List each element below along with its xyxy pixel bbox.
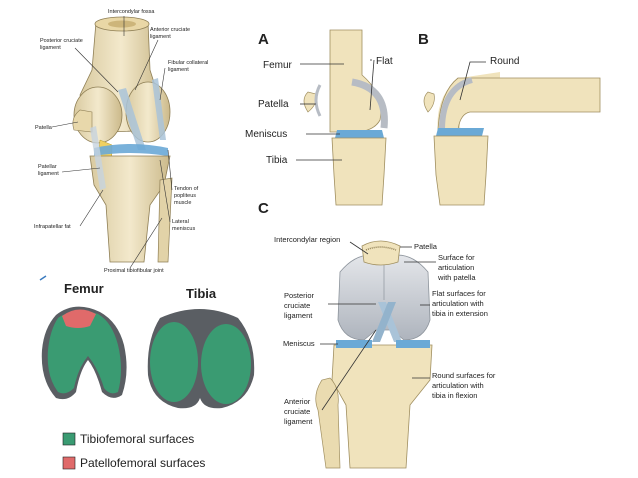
label-round-surfaces-2: articulation with xyxy=(432,381,484,390)
label-patellar-ligament-2: ligament xyxy=(38,171,59,177)
label-anterior-cruciate-c-1: Anterior xyxy=(284,397,311,406)
label-round-surfaces-1: Round surfaces for xyxy=(432,371,496,380)
label-surface-patella-3: with patella xyxy=(437,273,476,282)
label-posterior-cruciate-c-1: Posterior xyxy=(284,291,315,300)
label-fibular-collateral-1: Fibular collateral xyxy=(168,60,208,66)
label-anterior-cruciate-c-2: cruciate xyxy=(284,407,310,416)
panel-b-leaders xyxy=(459,61,486,101)
panel-a-diagram xyxy=(303,29,388,206)
label-surface-patella-2: articulation xyxy=(438,263,474,272)
panel-a-leaders xyxy=(296,59,375,161)
legend-label-patellofemoral: Patellofemoral surfaces xyxy=(80,456,205,470)
corner-mark xyxy=(39,275,47,281)
label-patellar-ligament-1: Patellar xyxy=(38,164,57,170)
label-anterior-cruciate-1: Anterior cruciate xyxy=(150,27,190,33)
label-lateral-meniscus-1: Lateral xyxy=(172,219,189,225)
legend: Tibiofemoral surfaces Patellofemoral sur… xyxy=(62,432,205,470)
label-posterior-cruciate-c-3: ligament xyxy=(284,311,313,320)
label-round-surfaces-3: tibia in flexion xyxy=(432,391,477,400)
legend-label-tibiofemoral: Tibiofemoral surfaces xyxy=(80,432,194,446)
label-intercondylar-region: Intercondylar region xyxy=(274,235,340,244)
legend-swatch-patellofemoral xyxy=(62,456,76,470)
panel-c-diagram xyxy=(315,240,433,469)
tibia-surface-model xyxy=(147,309,255,409)
label-meniscus-a: Meniscus xyxy=(245,129,287,140)
label-anterior-cruciate-c-3: ligament xyxy=(284,417,313,426)
label-tendon-popliteus-1: Tendon of xyxy=(174,186,199,192)
panel-c-leaders xyxy=(320,241,436,411)
panel-letter-c: C xyxy=(258,200,269,217)
label-tibia-a: Tibia xyxy=(266,155,288,166)
topleft-labels: Intercondylar fossa Anterior cruciate li… xyxy=(34,9,208,274)
label-proximal-tibiofibular-joint: Proximal tibiofibular joint xyxy=(104,268,164,274)
panel-letter-a: A xyxy=(258,31,269,48)
label-patella-topleft: Patella xyxy=(35,125,53,131)
label-meniscus-c: Meniscus xyxy=(283,339,315,348)
anatomical-knee-illustration xyxy=(72,16,173,263)
label-femur-a: Femur xyxy=(263,60,293,71)
label-patella-a: Patella xyxy=(258,99,289,110)
label-round: Round xyxy=(490,56,519,67)
label-surface-patella-1: Surface for xyxy=(438,253,475,262)
label-flat-surfaces-3: tibia in extension xyxy=(432,309,488,318)
label-patella-c: Patella xyxy=(414,242,438,251)
panel-b-diagram xyxy=(423,72,601,206)
tibia-title: Tibia xyxy=(186,286,217,301)
label-posterior-cruciate-1: Posterior cruciate xyxy=(40,38,83,44)
label-flat-surfaces-2: articulation with xyxy=(432,299,484,308)
topleft-leader-lines xyxy=(51,16,173,269)
label-flat: Flat xyxy=(376,56,393,67)
femur-surface-model xyxy=(41,306,127,400)
label-posterior-cruciate-c-2: cruciate xyxy=(284,301,310,310)
label-tendon-popliteus-3: muscle xyxy=(174,200,191,206)
label-lateral-meniscus-2: meniscus xyxy=(172,226,195,232)
panel-letter-b: B xyxy=(418,31,429,48)
label-tendon-popliteus-2: popliteus xyxy=(174,193,196,199)
label-fibular-collateral-2: ligament xyxy=(168,67,189,73)
label-posterior-cruciate-2: ligament xyxy=(40,45,61,51)
label-infrapatellar-fat: Infrapatellar fat xyxy=(34,224,71,230)
label-anterior-cruciate-2: ligament xyxy=(150,34,171,40)
legend-swatch-tibiofemoral xyxy=(62,432,76,446)
femur-title: Femur xyxy=(64,281,104,296)
label-flat-surfaces-1: Flat surfaces for xyxy=(432,289,486,298)
label-intercondylar-fossa: Intercondylar fossa xyxy=(108,9,155,15)
